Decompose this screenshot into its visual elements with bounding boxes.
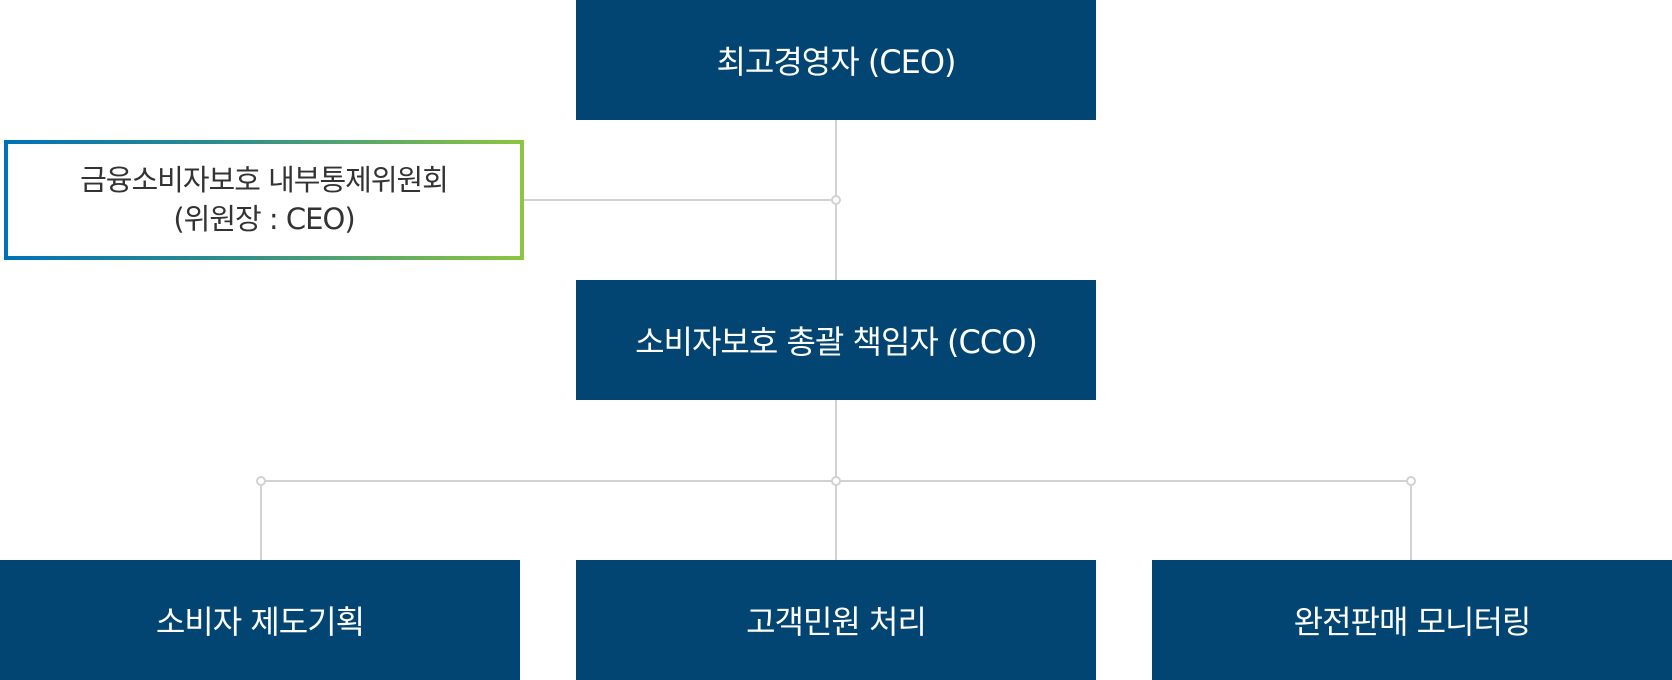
cco-label: 소비자보호 총괄 책임자 (CCO) xyxy=(635,323,1038,361)
connector-node-dept-1 xyxy=(256,476,266,486)
dept-label: 소비자 제도기획 xyxy=(155,603,365,641)
connector-node-committee xyxy=(831,195,841,205)
connector-dept-1 xyxy=(260,481,262,560)
dept-label: 고객민원 처리 xyxy=(746,603,927,641)
ceo-box: 최고경영자 (CEO) xyxy=(576,0,1096,120)
dept-box-complaint-handling: 고객민원 처리 xyxy=(576,560,1096,680)
connector-node-center xyxy=(831,476,841,486)
cco-box: 소비자보호 총괄 책임자 (CCO) xyxy=(576,280,1096,400)
dept-label: 완전판매 모니터링 xyxy=(1293,603,1532,641)
dept-box-policy-planning: 소비자 제도기획 xyxy=(0,560,520,680)
connector-committee xyxy=(524,199,836,201)
ceo-label: 최고경영자 (CEO) xyxy=(716,43,956,81)
committee-chair: (위원장 : CEO) xyxy=(173,202,355,236)
dept-box-sales-monitoring: 완전판매 모니터링 xyxy=(1152,560,1672,680)
connector-node-dept-3 xyxy=(1406,476,1416,486)
committee-box: 금융소비자보호 내부통제위원회 (위원장 : CEO) xyxy=(4,140,524,260)
connector-dept-3 xyxy=(1410,481,1412,560)
committee-title: 금융소비자보호 내부통제위원회 xyxy=(80,162,449,197)
